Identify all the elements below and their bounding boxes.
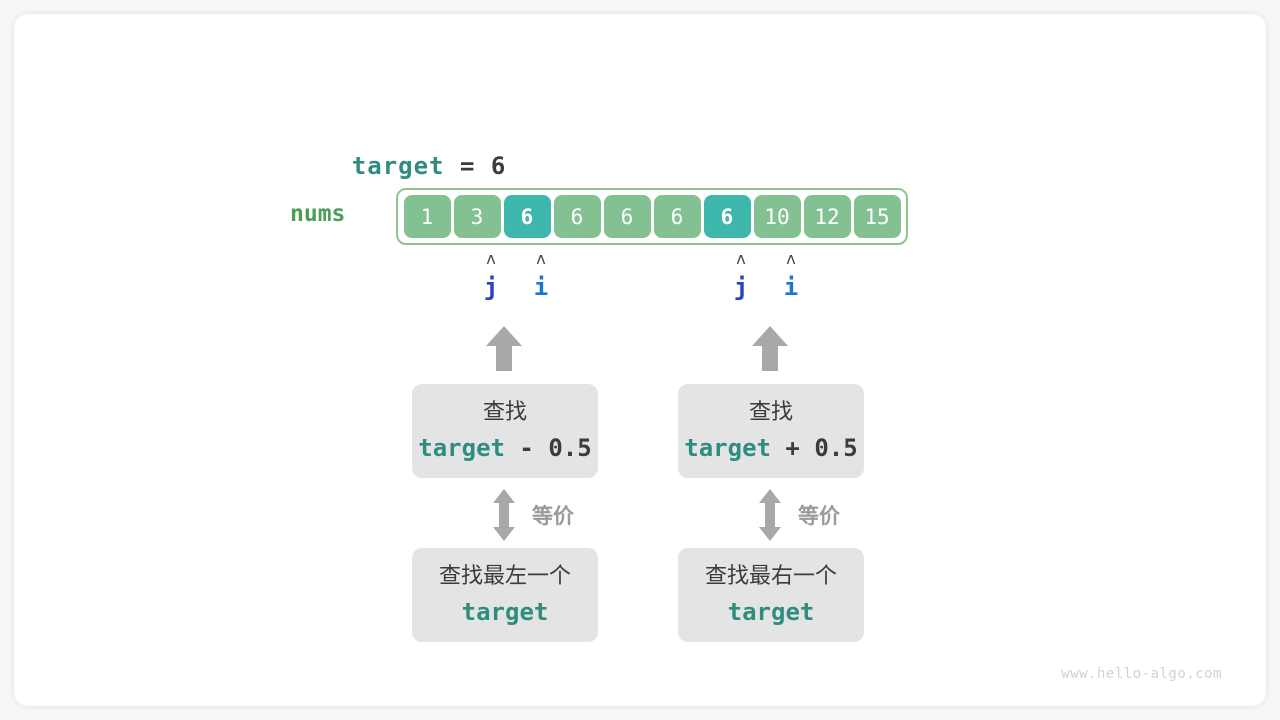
pointer-marker-i-left: ʌ i bbox=[521, 249, 561, 301]
array-cell: 10 bbox=[753, 195, 801, 238]
pointer-label-j: j bbox=[733, 273, 749, 301]
operand: 0.5 bbox=[548, 434, 592, 462]
array-cell: 12 bbox=[803, 195, 851, 238]
caret-icon: ʌ bbox=[736, 249, 746, 268]
target-token: target bbox=[684, 434, 771, 462]
array-cell: 6 bbox=[553, 195, 601, 238]
array-cell: 6 bbox=[703, 195, 751, 238]
pointer-marker-j-right: ʌ j bbox=[721, 249, 761, 301]
target-value: 6 bbox=[490, 152, 507, 180]
equivalence-label-left: 等价 bbox=[532, 504, 574, 528]
array-cell: 15 bbox=[853, 195, 901, 238]
right-lower-box-token: target bbox=[727, 598, 815, 626]
left-lower-box-token: target bbox=[461, 598, 549, 626]
pointer-label-i: i bbox=[783, 273, 799, 301]
equivalence-arrow-right bbox=[758, 488, 782, 542]
operand: 0.5 bbox=[814, 434, 858, 462]
right-upper-box-expression: target + 0.5 bbox=[684, 431, 857, 465]
operator: + bbox=[770, 434, 815, 462]
left-upper-box-line1: 查找 bbox=[482, 400, 527, 425]
arrow-up-down-icon bbox=[493, 489, 515, 541]
right-lower-box-line1: 查找最右一个 bbox=[704, 564, 837, 589]
caret-icon: ʌ bbox=[536, 249, 546, 268]
up-arrow-right bbox=[750, 324, 790, 372]
equals-sign: = bbox=[444, 152, 491, 180]
right-upper-box-line1: 查找 bbox=[748, 400, 793, 425]
watermark: www.hello-algo.com bbox=[1061, 666, 1222, 682]
pointer-label-j: j bbox=[483, 273, 499, 301]
equivalence-label-right: 等价 bbox=[798, 504, 840, 528]
caret-icon: ʌ bbox=[786, 249, 796, 268]
operator: - bbox=[504, 434, 549, 462]
left-upper-box: 查找 target - 0.5 bbox=[412, 384, 598, 478]
left-upper-box-expression: target - 0.5 bbox=[418, 431, 591, 465]
pointer-label-i: i bbox=[533, 273, 549, 301]
left-lower-box: 查找最左一个 target bbox=[412, 548, 598, 642]
arrow-up-down-icon bbox=[759, 489, 781, 541]
pointer-marker-i-right: ʌ i bbox=[771, 249, 811, 301]
right-upper-box: 查找 target + 0.5 bbox=[678, 384, 864, 478]
array-label: nums bbox=[290, 201, 346, 227]
left-lower-box-line1: 查找最左一个 bbox=[438, 564, 571, 589]
equivalence-arrow-left bbox=[492, 488, 516, 542]
caret-icon: ʌ bbox=[486, 249, 496, 268]
up-arrow-left bbox=[484, 324, 524, 372]
pointer-marker-j-left: ʌ j bbox=[471, 249, 511, 301]
array-cell: 6 bbox=[503, 195, 551, 238]
target-keyword: target bbox=[351, 152, 445, 180]
target-token: target bbox=[418, 434, 505, 462]
array-cell: 1 bbox=[403, 195, 451, 238]
arrow-up-icon bbox=[486, 326, 522, 371]
array-cell: 6 bbox=[653, 195, 701, 238]
array-cell: 6 bbox=[603, 195, 651, 238]
arrow-up-icon bbox=[752, 326, 788, 371]
right-lower-box: 查找最右一个 target bbox=[678, 548, 864, 642]
target-declaration: target = 6 bbox=[290, 124, 506, 208]
array-cell: 3 bbox=[453, 195, 501, 238]
